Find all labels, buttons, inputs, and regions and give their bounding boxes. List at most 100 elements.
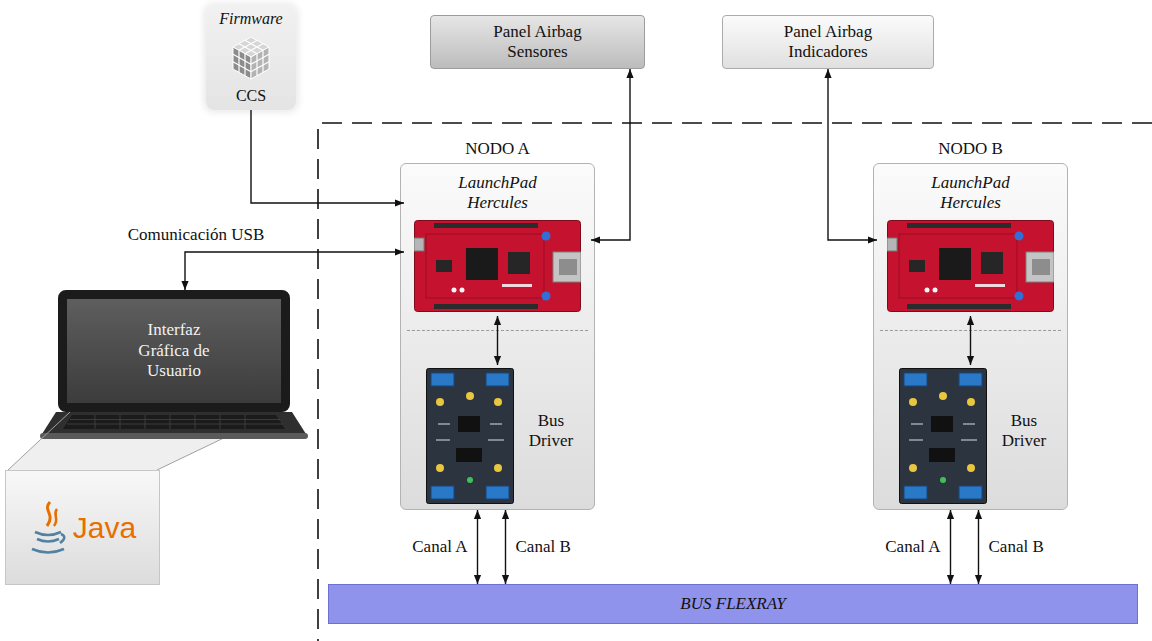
panel-label: Panel Airbag Indicadores	[763, 22, 893, 63]
push-button	[1015, 292, 1024, 301]
laptop-keyboard	[63, 415, 285, 429]
mcu-chip	[466, 248, 498, 280]
terminal-block	[486, 373, 509, 386]
push-button	[1015, 232, 1024, 241]
usb-port	[887, 238, 897, 251]
ethernet-jack	[1026, 252, 1054, 282]
header-pins	[434, 223, 538, 228]
mcu-chip	[939, 248, 971, 280]
silkscreen	[975, 284, 1005, 287]
bus-driver-picture	[426, 368, 514, 504]
capacitor	[436, 398, 444, 406]
signal-arrow	[591, 69, 630, 240]
firmware-box: FirmwareCCS	[206, 6, 296, 110]
capacitor	[494, 398, 502, 406]
ethernet-socket	[559, 259, 577, 275]
header-pins	[907, 304, 1011, 309]
capacitor	[967, 464, 975, 472]
edge-label-holder: Canal B	[989, 537, 1044, 557]
signal-arrow	[251, 110, 404, 203]
board-name: LaunchPad Hercules	[443, 173, 553, 214]
capacitor	[967, 398, 975, 406]
channel-label: Canal A	[885, 537, 940, 557]
terminal-block	[486, 486, 509, 499]
cube-grid	[251, 62, 269, 72]
java-cup-icon	[29, 499, 67, 557]
push-button	[542, 232, 551, 241]
silkscreen	[502, 284, 532, 287]
edge-label-holder: Canal A	[885, 537, 940, 557]
panel-label: Panel Airbag Sensores	[473, 22, 603, 63]
logo-text: Java	[73, 510, 136, 546]
led	[933, 288, 938, 293]
terminal-block	[904, 486, 927, 499]
tool-name: CCS	[236, 86, 266, 105]
software-name: Firmware	[219, 9, 282, 28]
edge-label-holder: Comunicación USB	[128, 225, 264, 245]
cube-grid	[256, 54, 257, 76]
led	[467, 477, 473, 483]
edge-label-holder: Canal B	[516, 537, 571, 557]
terminal-block	[904, 373, 927, 386]
pcb-trace	[426, 234, 544, 298]
cube-grid	[238, 50, 239, 72]
node-title: NODO B	[874, 138, 1067, 160]
chip	[929, 448, 955, 462]
pcb	[900, 369, 987, 504]
capacitor	[909, 398, 917, 406]
launchpad-board: LaunchPad Hercules	[877, 168, 1064, 316]
ethernet-socket	[1032, 259, 1050, 275]
ethernet-jack	[553, 252, 581, 282]
signal-arrow	[950, 510, 951, 584]
chip	[436, 260, 452, 272]
screen-label: Interfaz Gráfica de Usuario	[124, 320, 224, 381]
board-name: Bus Driver	[993, 411, 1055, 452]
bus-driver-picture	[899, 368, 987, 504]
cube-grid	[244, 54, 245, 76]
laptop-keys	[67, 415, 283, 429]
cube-grid	[262, 50, 263, 72]
cube-face	[251, 47, 269, 79]
silkscreen	[436, 424, 504, 440]
bus-driver-board: Bus Driver	[404, 365, 591, 507]
pcb	[888, 221, 1054, 312]
usb-port	[414, 238, 424, 251]
launchpad-picture	[414, 220, 581, 312]
laptop-rim	[40, 433, 308, 439]
push-button	[542, 292, 551, 301]
launchpad-board: LaunchPad Hercules	[404, 168, 591, 316]
signal-arrow	[497, 316, 498, 365]
node-title: NODO A	[401, 138, 594, 160]
indicator-panel: Panel Airbag Indicadores	[722, 15, 934, 69]
terminal-block	[959, 373, 982, 386]
bus-driver-board: Bus Driver	[877, 365, 1064, 507]
bus-label: BUS FLEXRAY	[680, 594, 785, 614]
silkscreen	[909, 424, 977, 440]
capacitor	[466, 392, 474, 400]
java-steam	[54, 509, 57, 526]
chip	[909, 260, 925, 272]
chip	[931, 416, 953, 432]
chip	[981, 252, 1003, 274]
capacitor	[939, 392, 947, 400]
led	[925, 288, 930, 293]
signal-arrow	[477, 510, 478, 584]
terminal-block	[431, 373, 454, 386]
java-steam	[47, 502, 50, 526]
terminal-block	[431, 486, 454, 499]
channel-label: Canal B	[989, 537, 1044, 557]
flexray-bus: BUS FLEXRAY	[328, 584, 1138, 624]
terminal-block	[959, 486, 982, 499]
header-pins	[434, 304, 538, 309]
edge-label-holder: Canal A	[412, 537, 467, 557]
channel-label: Canal B	[516, 537, 571, 557]
capacitor	[909, 464, 917, 472]
led	[460, 288, 465, 293]
pcb-trace	[899, 234, 1017, 298]
chip	[456, 448, 482, 462]
capacitor	[494, 464, 502, 472]
laptop-screen: Interfaz Gráfica de Usuario	[58, 290, 290, 412]
board-name: Bus Driver	[520, 411, 582, 452]
led	[452, 288, 457, 293]
board-name: LaunchPad Hercules	[916, 173, 1026, 214]
